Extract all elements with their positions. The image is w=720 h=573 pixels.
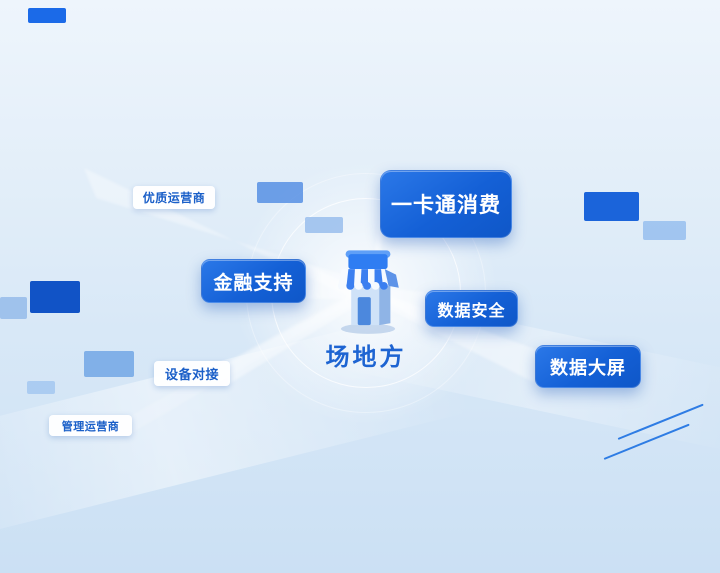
beam-management-operator bbox=[130, 296, 352, 434]
node-card-payment: 一卡通消费 bbox=[380, 170, 512, 238]
node-premium-operator: 优质运营商 bbox=[133, 186, 215, 209]
storefront-icon bbox=[337, 250, 399, 334]
node-financial-support: 金融支持 bbox=[201, 259, 306, 303]
node-data-dashboard: 数据大屏 bbox=[535, 345, 641, 388]
decor-rect-3 bbox=[305, 217, 343, 233]
decor-rect-5 bbox=[643, 221, 686, 240]
decor-rect-4 bbox=[584, 192, 639, 221]
decor-rect-7 bbox=[0, 297, 27, 319]
beam-data-dashboard bbox=[386, 296, 535, 383]
node-data-security: 数据安全 bbox=[425, 290, 518, 327]
beam-device-integration bbox=[229, 296, 356, 384]
beam-financial-support bbox=[306, 263, 352, 299]
node-device-integration: 设备对接 bbox=[154, 361, 230, 386]
decor-rect-2 bbox=[257, 182, 303, 203]
center-label-venue: 场地方 bbox=[325, 344, 407, 371]
beam-data-security bbox=[384, 288, 425, 324]
decor-rect-8 bbox=[84, 351, 134, 377]
node-management-operator: 管理运营商 bbox=[49, 415, 132, 436]
decor-rect-9 bbox=[27, 381, 55, 394]
decor-rect-6 bbox=[30, 281, 80, 313]
decor-rect-1 bbox=[28, 8, 66, 23]
